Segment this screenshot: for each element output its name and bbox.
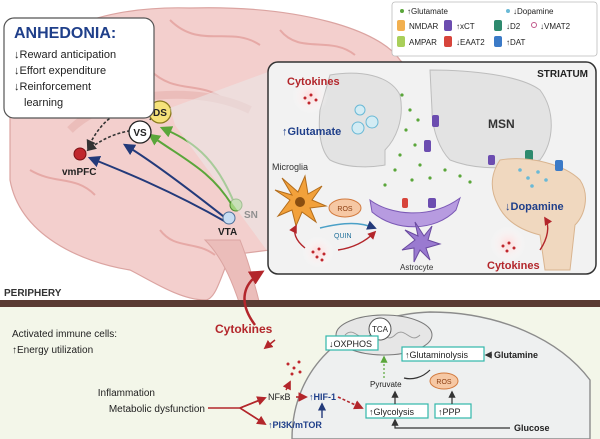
legend-vmat2: ↓VMAT2 [540,22,571,31]
glutamate-dots [383,93,472,187]
ros-label: ROS [337,206,353,213]
vta-label: VTA [218,227,237,238]
striatum-dopamine-label: ↓Dopamine [505,201,564,213]
legend-eaat2: ↓EAAT2 [456,38,485,47]
nmdar-swatch [397,20,405,31]
cytokines-bottom-label: Cytokines [487,260,540,272]
striatum-title: STRIATUM [537,69,588,80]
striatum-glutamate-label: ↑Glutamate [282,126,341,138]
striatum-panel: STRIATUM MSN Cytokines ↑Glutamate Microg… [267,61,597,275]
tca-label: TCA [372,325,389,334]
microglia-label: Microglia [272,162,308,172]
zoom-connector [170,72,268,252]
d2-swatch [494,20,502,31]
oxphos-label: ↓OXPHOS [329,339,372,349]
astrocyte-cell [369,196,461,228]
metabolic-dysfunction-label: Metabolic dysfunction [109,404,205,415]
glutaminolysis-box [401,346,485,362]
eaat2-swatch [444,36,452,47]
activated-immune-label: Activated immune cells: [12,329,117,340]
anhedonia-box: ANHEDONIA: ↓Reward anticipation ↓Effort … [3,17,155,119]
anhedonia-title: ANHEDONIA: [14,25,116,42]
pyruvate-label: Pyruvate [370,380,402,389]
xct-swatch [444,20,452,31]
legend-dat: ↑DAT [506,38,526,47]
vta-vs-pathway [122,143,229,221]
legend-nmdar: NMDAR [409,22,439,31]
vta-node [222,211,236,225]
anhedonia-item: ↓Effort expenditure [14,65,106,77]
periphery-cytokines-label: Cytokines [215,322,273,336]
msn-label: MSN [488,117,515,131]
ppp-label: ↑PPP [438,407,461,417]
legend-d2: ↓D2 [506,22,521,31]
legend-xct: ↑xCT [456,22,475,31]
legend-dopamine: ↓Dopamine [513,7,554,16]
cytokines-top-label: Cytokines [287,76,340,88]
cytokine-to-brain-arrow [243,270,265,326]
anhedonia-item: ↓Reward anticipation [14,49,116,61]
hif1-label: ↑HIF-1 [309,392,336,402]
vta-vmpfc-pathway [87,155,227,223]
glutamine-label: Glutamine [494,350,538,360]
legend: ↑Glutamate ↓Dopamine NMDAR ↑xCT ↓D2 ↓VMA… [391,1,598,57]
periphery-ros-label: ROS [436,379,452,386]
anhedonia-item: ↓Reinforcement [14,81,91,93]
nfkb-label: NFκB [268,392,291,402]
ampar-swatch [397,36,405,47]
anhedonia-item: learning [24,97,63,109]
inflammation-label: Inflammation [98,388,155,399]
pi3k-mtor-label: ↑PI3K/mTOR [268,420,322,430]
periphery-section: PERIPHERY Activated immune cells: ↑Energ… [0,270,600,439]
legend-ampar: AMPAR [409,38,437,47]
periphery-ros [429,372,459,390]
glycolysis-box [365,403,429,419]
vs-node [128,120,152,144]
periphery-title: PERIPHERY [4,288,62,299]
periphery-divider [0,300,600,307]
ros-cloud [328,198,362,218]
vmpfc-label: vmPFC [62,167,96,178]
glucose-label: Glucose [514,423,550,433]
quin-label: QUIN [334,233,352,240]
energy-utilization-label: ↑Energy utilization [12,345,93,356]
glutaminolysis-label: ↑Glutaminolysis [405,350,469,360]
ds-label: DS [153,108,167,119]
glycolysis-label: ↑Glycolysis [369,407,415,417]
oxphos-box [325,335,379,351]
vmpfc-node [73,147,87,161]
astrocyte-label: Astrocyte [400,263,434,272]
vs-label: VS [133,128,147,139]
legend-glutamate: ↑Glutamate [407,7,448,16]
dat-swatch [494,36,502,47]
sn-ds-pathway [148,133,233,206]
ppp-box [434,403,472,419]
